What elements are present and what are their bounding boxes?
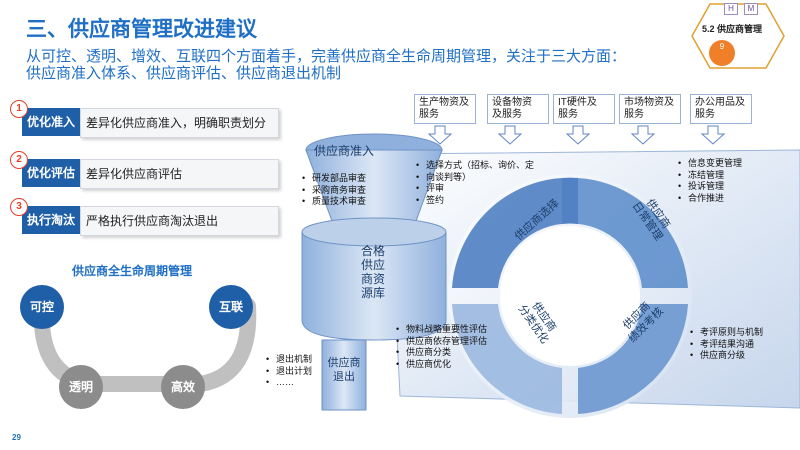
bullet-item: 供应商分类 xyxy=(396,347,487,359)
bullet-item: 投诉管理 xyxy=(678,181,742,193)
funnel-bullets: 研发部品审查 采购商务审查 质量技术审查 xyxy=(300,173,366,208)
bullet-item: 采购商务审查 xyxy=(302,185,366,197)
recommendation-number: 2 xyxy=(10,151,28,169)
pool-label-line: 商资 xyxy=(360,272,385,286)
category-label: 服务 xyxy=(558,109,578,120)
bullet-item: 信息变更管理 xyxy=(678,158,742,170)
exit-label-line: 供应商 xyxy=(327,357,361,369)
lifecycle-title: 供应商全生命周期管理 xyxy=(72,264,193,278)
bullet-item: 评审 xyxy=(416,183,534,195)
daily-bullets: 信息变更管理 冻结管理 投诉管理 合作推进 xyxy=(676,158,742,204)
bullet-item: 合作推进 xyxy=(678,193,742,205)
cycle-center xyxy=(500,226,640,366)
process-diagram xyxy=(301,125,800,418)
recommendation-text: 差异化供应商评估 xyxy=(80,159,279,189)
category-label: 办公用品及 xyxy=(695,97,745,108)
exit-bullets: 退出机制 退出计划 …… xyxy=(264,354,312,389)
bullet-item: 考评结果沟通 xyxy=(690,339,763,351)
hexagon-shape xyxy=(691,3,785,69)
pool-label-line: 源库 xyxy=(360,286,385,300)
recommendation-tag: 优化评估 xyxy=(22,159,80,187)
recommendation-1: 优化准入 差异化供应商准入，明确职责划分 1 xyxy=(6,98,279,138)
bullet-continuation: 向谈判等） xyxy=(426,171,472,182)
bullet-item: 向谈判等） xyxy=(416,171,534,184)
bullet-item: 退出机制 xyxy=(266,354,312,366)
recommendation-2: 优化评估 差异化供应商评估 2 xyxy=(6,149,279,189)
bullet-item: 供应商依存管理评估 xyxy=(396,336,487,348)
subtitle-line: 从可控、透明、增效、互联四个方面着手，完善供应商全生命周期管理，关注于三大方面： xyxy=(26,48,627,65)
category-box: IT硬件及 服务 xyxy=(553,94,615,124)
category-label: 服务 xyxy=(624,109,644,120)
bullet-item: …… xyxy=(266,377,312,389)
section-circle: 9 xyxy=(709,40,735,66)
bullet-item: 物料战略重要性评估 xyxy=(396,324,487,336)
bullet-item: 冻结管理 xyxy=(678,170,742,182)
exit-label: 供应商 退出 xyxy=(322,356,366,384)
lifecycle-node-controllable: 可控 xyxy=(20,285,64,329)
recommendation-tag: 优化准入 xyxy=(22,108,80,136)
category-box: 办公用品及 服务 xyxy=(690,94,752,124)
bullet-item: 供应商分级 xyxy=(690,350,763,362)
page-number: 29 xyxy=(12,433,21,442)
recommendation-number: 1 xyxy=(10,100,28,118)
lifecycle-arc xyxy=(33,298,257,392)
recommendation-number: 3 xyxy=(10,198,28,216)
cycle-segment-performance xyxy=(578,304,688,414)
recommendation-tag: 执行淘汰 xyxy=(22,206,80,234)
recommendation-text: 差异化供应商准入，明确职责划分 xyxy=(80,108,279,138)
section-badge: H M xyxy=(688,0,788,72)
down-arrow xyxy=(700,125,726,145)
lifecycle-node-efficient: 高效 xyxy=(161,365,205,409)
pool-top xyxy=(301,217,447,247)
down-arrow xyxy=(630,125,656,145)
lifecycle-node-transparent: 透明 xyxy=(59,365,103,409)
category-label: 服务 xyxy=(419,109,439,120)
exit-tube xyxy=(321,339,367,411)
corner-letter: M xyxy=(744,3,758,15)
funnel-label: 供应商准入 xyxy=(314,144,375,158)
pool-label-line: 合格 xyxy=(360,244,385,258)
performance-bullets: 考评原则与机制 考评结果沟通 供应商分级 xyxy=(688,327,763,362)
lifecycle-node-connected: 互联 xyxy=(209,285,253,329)
category-label: 市场物资及 xyxy=(624,97,674,108)
page-title: 三、供应商管理改进建议 xyxy=(26,18,257,41)
pool-label: 合格 供应 商资 源库 xyxy=(355,244,391,300)
category-label: IT硬件及 xyxy=(558,97,597,108)
category-box: 生产物资及 服务 xyxy=(414,94,476,124)
bullet-item: 研发部品审查 xyxy=(302,173,366,185)
bullet-item: 选择方式（招标、询价、定 xyxy=(416,160,534,172)
down-arrow xyxy=(427,125,453,145)
category-label: 服务 xyxy=(695,109,715,120)
recommendation-text: 严格执行供应商淘汰退出 xyxy=(80,206,279,236)
bullet-item: 退出计划 xyxy=(266,366,312,378)
category-box: 设备物资 及服务 xyxy=(487,94,549,124)
bullet-item: 考评原则与机制 xyxy=(690,327,763,339)
cycle-segment-daily xyxy=(562,177,688,288)
category-box: 市场物资及 服务 xyxy=(619,94,681,124)
down-arrow xyxy=(565,125,591,145)
pool-label-line: 供应 xyxy=(360,258,385,272)
bullet-item: 签约 xyxy=(416,195,534,207)
bullet-item: 质量技术审查 xyxy=(302,196,366,208)
exit-label-line: 退出 xyxy=(333,371,355,383)
corner-letter: H xyxy=(724,3,738,15)
cycle-segment-selection xyxy=(452,177,578,288)
page-subtitle: 从可控、透明、增效、互联四个方面着手，完善供应商全生命周期管理，关注于三大方面：… xyxy=(26,48,626,82)
category-label: 生产物资及 xyxy=(419,97,469,108)
subtitle-line: 供应商准入体系、供应商评估、供应商退出机制 xyxy=(26,65,342,82)
bullet-item: 供应商优化 xyxy=(396,359,487,371)
category-label: 设备物资 xyxy=(492,97,532,108)
category-label: 及服务 xyxy=(492,109,522,120)
selection-bullets: 选择方式（招标、询价、定 向谈判等） 评审 签约 xyxy=(414,160,534,206)
recommendation-3: 执行淘汰 严格执行供应商淘汰退出 3 xyxy=(6,196,279,236)
down-arrow xyxy=(497,125,523,145)
section-label: 5.2 供应商管理 xyxy=(702,24,763,34)
classify-bullets: 物料战略重要性评估 供应商依存管理评估 供应商分类 供应商优化 xyxy=(394,324,487,370)
